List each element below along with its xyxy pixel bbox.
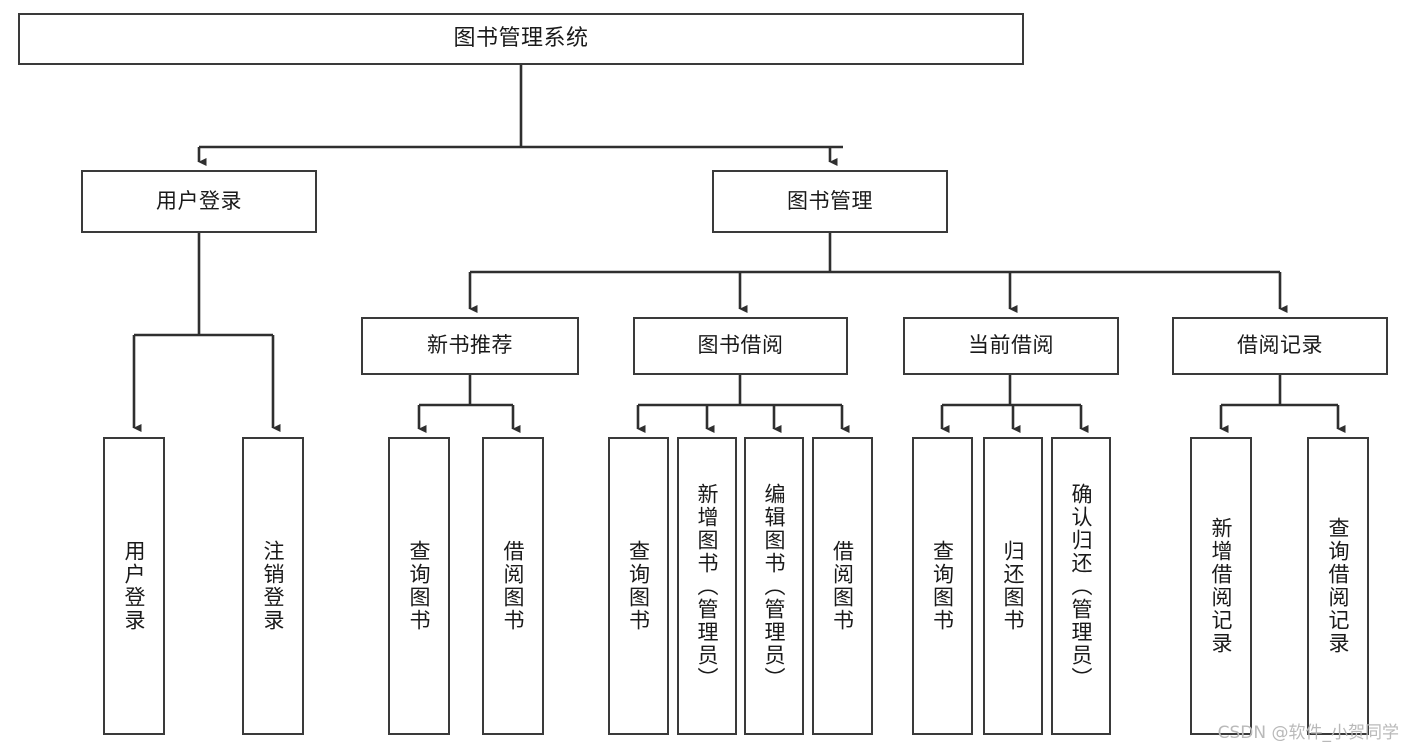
node-book-manage-label: 图书管理 [787,188,873,213]
leaf-add-borrow-record[interactable]: 新增借阅记录 [1190,437,1252,735]
node-book-borrow-label: 图书借阅 [697,333,784,358]
leaf-edit-book-admin[interactable]: 编辑图书（管理员） [744,437,804,735]
node-current-borrow-label: 当前借阅 [968,333,1054,358]
leaf-label: 确认归还（管理员） [1069,482,1094,690]
leaf-label: 查询图书 [407,540,432,632]
leaf-user-login[interactable]: 用户登录 [103,437,165,735]
node-book-manage[interactable]: 图书管理 [712,170,948,233]
node-book-borrow[interactable]: 图书借阅 [633,317,848,375]
leaf-query-book-borrow[interactable]: 查询图书 [608,437,669,735]
node-user-login[interactable]: 用户登录 [81,170,317,233]
leaf-query-book-rec[interactable]: 查询图书 [388,437,450,735]
node-new-book-recommend[interactable]: 新书推荐 [361,317,579,375]
node-root[interactable]: 图书管理系统 [18,13,1024,65]
leaf-add-book-admin[interactable]: 新增图书（管理员） [677,437,737,735]
leaf-confirm-return-admin[interactable]: 确认归还（管理员） [1051,437,1111,735]
leaf-borrow-book-rec[interactable]: 借阅图书 [482,437,544,735]
leaf-label: 编辑图书（管理员） [762,482,787,690]
node-root-label: 图书管理系统 [453,25,589,51]
leaf-label: 用户登录 [122,540,147,632]
leaf-label: 查询借阅记录 [1326,517,1351,655]
leaf-label: 查询图书 [626,540,651,632]
node-user-login-label: 用户登录 [156,188,242,213]
node-current-borrow[interactable]: 当前借阅 [903,317,1119,375]
leaf-label: 借阅图书 [501,540,526,632]
leaf-query-borrow-record[interactable]: 查询借阅记录 [1307,437,1369,735]
node-borrow-record-label: 借阅记录 [1237,333,1323,358]
leaf-label: 新增图书（管理员） [695,482,720,690]
leaf-label: 注销登录 [261,540,286,632]
leaf-label: 归还图书 [1001,540,1026,632]
watermark-text: CSDN @软件_小贺同学 [1217,723,1399,743]
leaf-query-book-current[interactable]: 查询图书 [912,437,973,735]
leaf-label: 查询图书 [930,540,955,632]
leaf-label: 新增借阅记录 [1209,517,1234,655]
node-new-book-recommend-label: 新书推荐 [427,333,513,358]
leaf-label: 借阅图书 [830,540,855,632]
leaf-return-book[interactable]: 归还图书 [983,437,1043,735]
leaf-borrow-book[interactable]: 借阅图书 [812,437,873,735]
node-borrow-record[interactable]: 借阅记录 [1172,317,1388,375]
leaf-logout[interactable]: 注销登录 [242,437,304,735]
